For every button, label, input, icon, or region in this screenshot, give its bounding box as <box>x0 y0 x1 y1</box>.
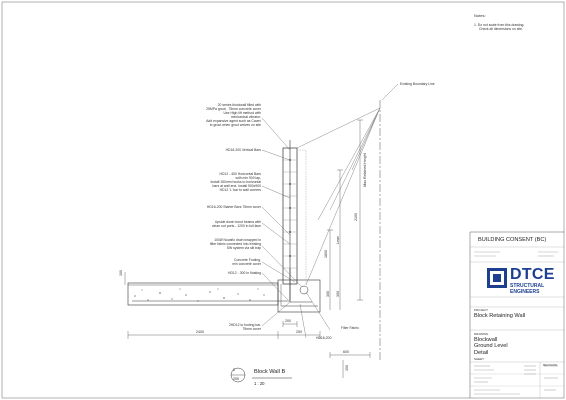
dim-1800: 1800 <box>324 250 328 258</box>
drawing-name-line-1: Blockwall <box>474 337 498 343</box>
callout-drain-1: 100Ø Novaflo drain wrapped in <box>214 238 261 242</box>
dim-150: 150 <box>345 365 349 371</box>
callout-concrete-1: Concrete Footing, <box>234 258 261 262</box>
project-name: Block Retaining Wall <box>474 313 526 319</box>
callout-tie-bars: HD12 - 300 In floating <box>228 271 261 275</box>
dim-max-retained-height: Max Retained Height <box>362 153 367 187</box>
callout-blockwall-1: 20 series blockwall filled with <box>217 103 261 107</box>
callout-blockwall-6: to grout when grout arrives on site <box>209 123 261 127</box>
callout-horiz-3: Install 150mm hooks to horizontal <box>210 180 261 184</box>
dim-100: 100 <box>119 270 123 276</box>
callout-starter-bars: HD16-200 Starter Bars 75mm cover <box>206 205 261 209</box>
dtce-logo: DTCE STRUCTURAL ENGINEERS <box>486 266 560 295</box>
logo-sub-text: STRUCTURAL ENGINEERS <box>510 283 545 295</box>
callout-drain-2: filter fabric connected into existing <box>209 242 261 246</box>
drainage-backfill <box>297 149 307 286</box>
logo-main-text: DTCE <box>510 266 555 283</box>
block-wall-stem <box>282 140 312 303</box>
drawing-name-line-3: Detail <box>474 349 489 356</box>
callout-concrete-2: min concrete cover <box>232 262 261 266</box>
note-line-2: Check all dimensions on site. <box>479 27 523 31</box>
footing-slab <box>127 282 290 306</box>
callout-blockwall-3: Use High lift method with <box>223 111 261 115</box>
revision-label: REVISION <box>543 363 558 367</box>
building-consent-label: BUILDING CONSENT (BC) <box>478 237 547 243</box>
drawing-name: Blockwall Ground Level Detail <box>474 337 508 356</box>
callout-horiz-1: HD12 - 400 Horizontal Bars <box>219 172 261 176</box>
project-label: PROJECT <box>474 308 489 312</box>
detail-title: Block Wall B <box>254 369 286 375</box>
dtce-logo-icon <box>487 268 507 288</box>
callout-bond-1: Upside down bond beams with <box>214 220 261 224</box>
callout-blockwall-2: 25MPa grout , 75mm concrete cover <box>206 107 261 111</box>
callout-tie-2: 75mm cover <box>242 327 261 331</box>
callout-boundary: Existing Boundary Line <box>400 82 435 86</box>
callout-vertical-bars: HD16-200 Vertical Bars <box>225 148 261 152</box>
detail-scale: 1 : 20 <box>254 381 265 386</box>
callout-hd16: HD16-200 <box>316 336 332 340</box>
callout-horiz-2: with min 900 lap. <box>235 176 261 180</box>
dim-300-b: 300 <box>326 291 330 297</box>
dim-lean: Lean <box>336 236 340 244</box>
retained-slope <box>296 107 381 286</box>
callout-blockwall-5: Add expansive agent such as Cavex <box>206 119 261 123</box>
notes-title: Notes: <box>474 13 486 18</box>
dim-300: 300 <box>336 291 340 297</box>
detail-tag-sheet: 200 <box>233 377 239 381</box>
note-line-1: 1. Do not scale from this drawing. <box>474 23 525 27</box>
callout-bond-2: clean out ports - 1200 in full face <box>211 224 261 228</box>
dim-2400: 2400 <box>196 330 204 334</box>
drawing-label: DRAWING <box>474 332 489 336</box>
callout-tie-1: 2HD12 to footing bar, <box>228 323 261 327</box>
sheet-label: SHEET <box>474 357 485 361</box>
dim-600: 600 <box>343 350 349 354</box>
callout-horiz-4: bars at wall end. Install 900x900 <box>212 184 261 188</box>
callout-blockwall-4: mechanical vibrator. <box>230 115 261 119</box>
callout-drain-3: SW system via silt trap <box>226 246 261 250</box>
detail-tag <box>230 367 292 383</box>
detail-tag-number: 2 <box>233 368 235 372</box>
dimension-lines <box>124 119 371 378</box>
callout-horiz-5: HD12 'L' bar to wall corners <box>219 188 261 192</box>
dim-200: 200 <box>285 319 291 323</box>
drawing-name-line-2: Ground Level <box>474 343 508 350</box>
wall-footing <box>277 279 321 313</box>
dim-2100: 2100 <box>354 213 358 221</box>
dim-250: 250 <box>296 330 302 334</box>
drain-pipe <box>299 285 309 295</box>
callout-leaders <box>261 83 399 339</box>
callout-filter-fabric: Filter Fabric <box>341 326 359 330</box>
title-block-frame <box>469 231 564 398</box>
